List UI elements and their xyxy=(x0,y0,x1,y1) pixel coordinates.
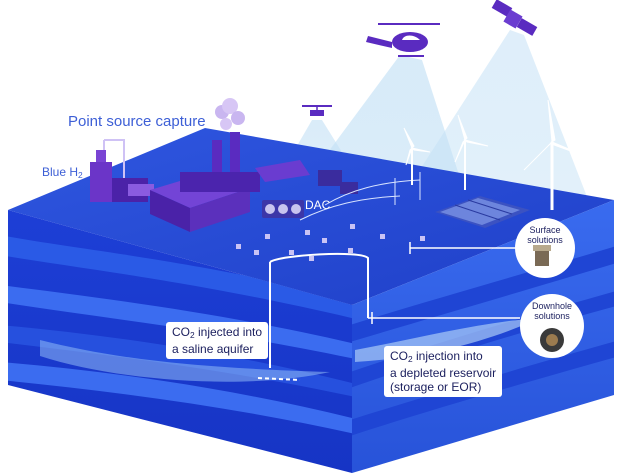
surface-solutions-label: Surface solutions xyxy=(527,225,563,245)
ground-surface xyxy=(8,128,614,305)
downhole-solutions-callout xyxy=(520,294,584,358)
surface-pipe xyxy=(269,252,369,318)
building xyxy=(318,170,342,186)
helicopter-icon xyxy=(366,23,440,57)
downhole-solutions-label: Downhole solutions xyxy=(531,301,573,321)
smoke-icon xyxy=(215,98,245,130)
point-source-plant xyxy=(150,132,310,232)
blue-hydrogen-plant xyxy=(90,139,154,202)
drone-icon xyxy=(302,105,332,116)
blue-h2-label: Blue H2 xyxy=(42,165,83,180)
power-line xyxy=(299,172,421,221)
dac-unit xyxy=(262,200,304,218)
point-source-capture-label: Point source capture xyxy=(68,113,206,130)
saline-aquifer-label: CO2 injected into a saline aquifer xyxy=(166,322,269,359)
satellite-icon xyxy=(491,0,538,36)
monitoring-markers xyxy=(236,224,425,261)
dac-label: DAC xyxy=(305,198,331,212)
surface-solutions-callout xyxy=(515,218,575,278)
solar-panel-icon xyxy=(435,196,530,228)
wind-turbine-icon xyxy=(403,99,591,210)
building xyxy=(340,182,358,194)
depleted-reservoir-label: CO2 injection into a depleted reservoir … xyxy=(384,346,503,397)
